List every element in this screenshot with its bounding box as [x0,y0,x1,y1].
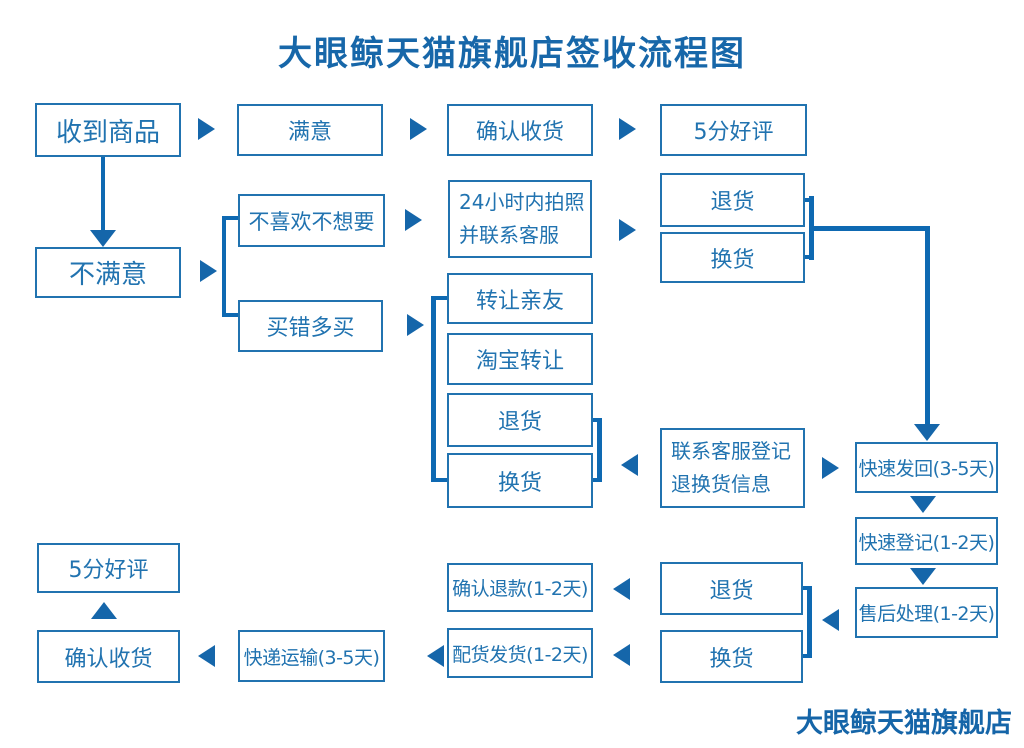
arrow-down-icon [910,568,936,585]
node-exchange-bottom: 换货 [660,630,803,683]
node-wrong-buy: 买错多买 [238,300,383,352]
node-unsatisfied: 不满意 [35,247,181,298]
node-fast-register: 快速登记(1-2天) [855,517,998,565]
node-five-star-top: 5分好评 [660,104,807,156]
arrow-up-icon [91,602,117,619]
node-return-bottom: 退货 [660,562,803,615]
arrow-right-icon [198,118,215,140]
node-dispatch: 配货发货(1-2天) [447,628,593,678]
bracket-line [593,478,602,482]
arrow-right-icon [619,219,636,241]
node-five-star-bottom: 5分好评 [37,543,180,593]
bracket-line [222,216,238,220]
node-satisfied: 满意 [237,104,383,156]
node-confirm-receipt-top: 确认收货 [447,104,593,156]
bracket-line [809,196,814,260]
node-exchange-top: 换货 [660,232,805,283]
node-return-mid: 退货 [447,393,593,447]
node-confirm-refund: 确认退款(1-2天) [447,563,593,612]
node-receive-goods: 收到商品 [35,103,181,157]
node-return-top: 退货 [660,173,805,227]
arrow-left-icon [621,454,638,476]
arrow-right-icon [200,260,217,282]
node-exchange-mid: 换货 [447,453,593,508]
arrow-left-icon [427,645,444,667]
arrow-left-icon [822,609,839,631]
node-confirm-receipt-bottom: 确认收货 [37,630,180,683]
arrow-left-icon [198,645,215,667]
arrow-right-icon [410,118,427,140]
bracket-line [222,313,238,317]
connector-line [101,157,105,232]
arrow-right-icon [619,118,636,140]
arrow-down-icon [910,496,936,513]
bracket-line [807,586,812,658]
bracket-line [805,255,814,259]
bracket-line [803,654,812,658]
bracket-line [431,296,447,300]
bracket-line [431,296,436,482]
node-express: 快递运输(3-5天) [238,630,385,682]
connector-line [814,226,930,231]
bracket-line [597,418,602,482]
arrow-left-icon [613,578,630,600]
arrow-right-icon [407,314,424,336]
arrow-right-icon [822,457,839,479]
arrow-down-icon [90,230,116,247]
node-photo-24h: 24小时内拍照 并联系客服 [448,180,592,258]
node-dislike: 不喜欢不想要 [238,194,385,247]
store-signature: 大眼鲸天猫旗舰店 [796,708,1012,739]
bracket-line [222,216,226,317]
bracket-line [431,478,447,482]
arrow-right-icon [405,209,422,231]
node-fast-return: 快速发回(3-5天) [855,442,998,493]
connector-line [925,226,930,424]
node-transfer-friends: 转让亲友 [447,273,593,324]
arrow-down-icon [914,424,940,441]
node-contact-cs: 联系客服登记 退换货信息 [660,428,805,508]
page-title: 大眼鲸天猫旗舰店签收流程图 [278,34,746,74]
node-taobao-transfer: 淘宝转让 [447,333,593,385]
arrow-left-icon [613,644,630,666]
node-aftersales: 售后处理(1-2天) [855,587,998,638]
